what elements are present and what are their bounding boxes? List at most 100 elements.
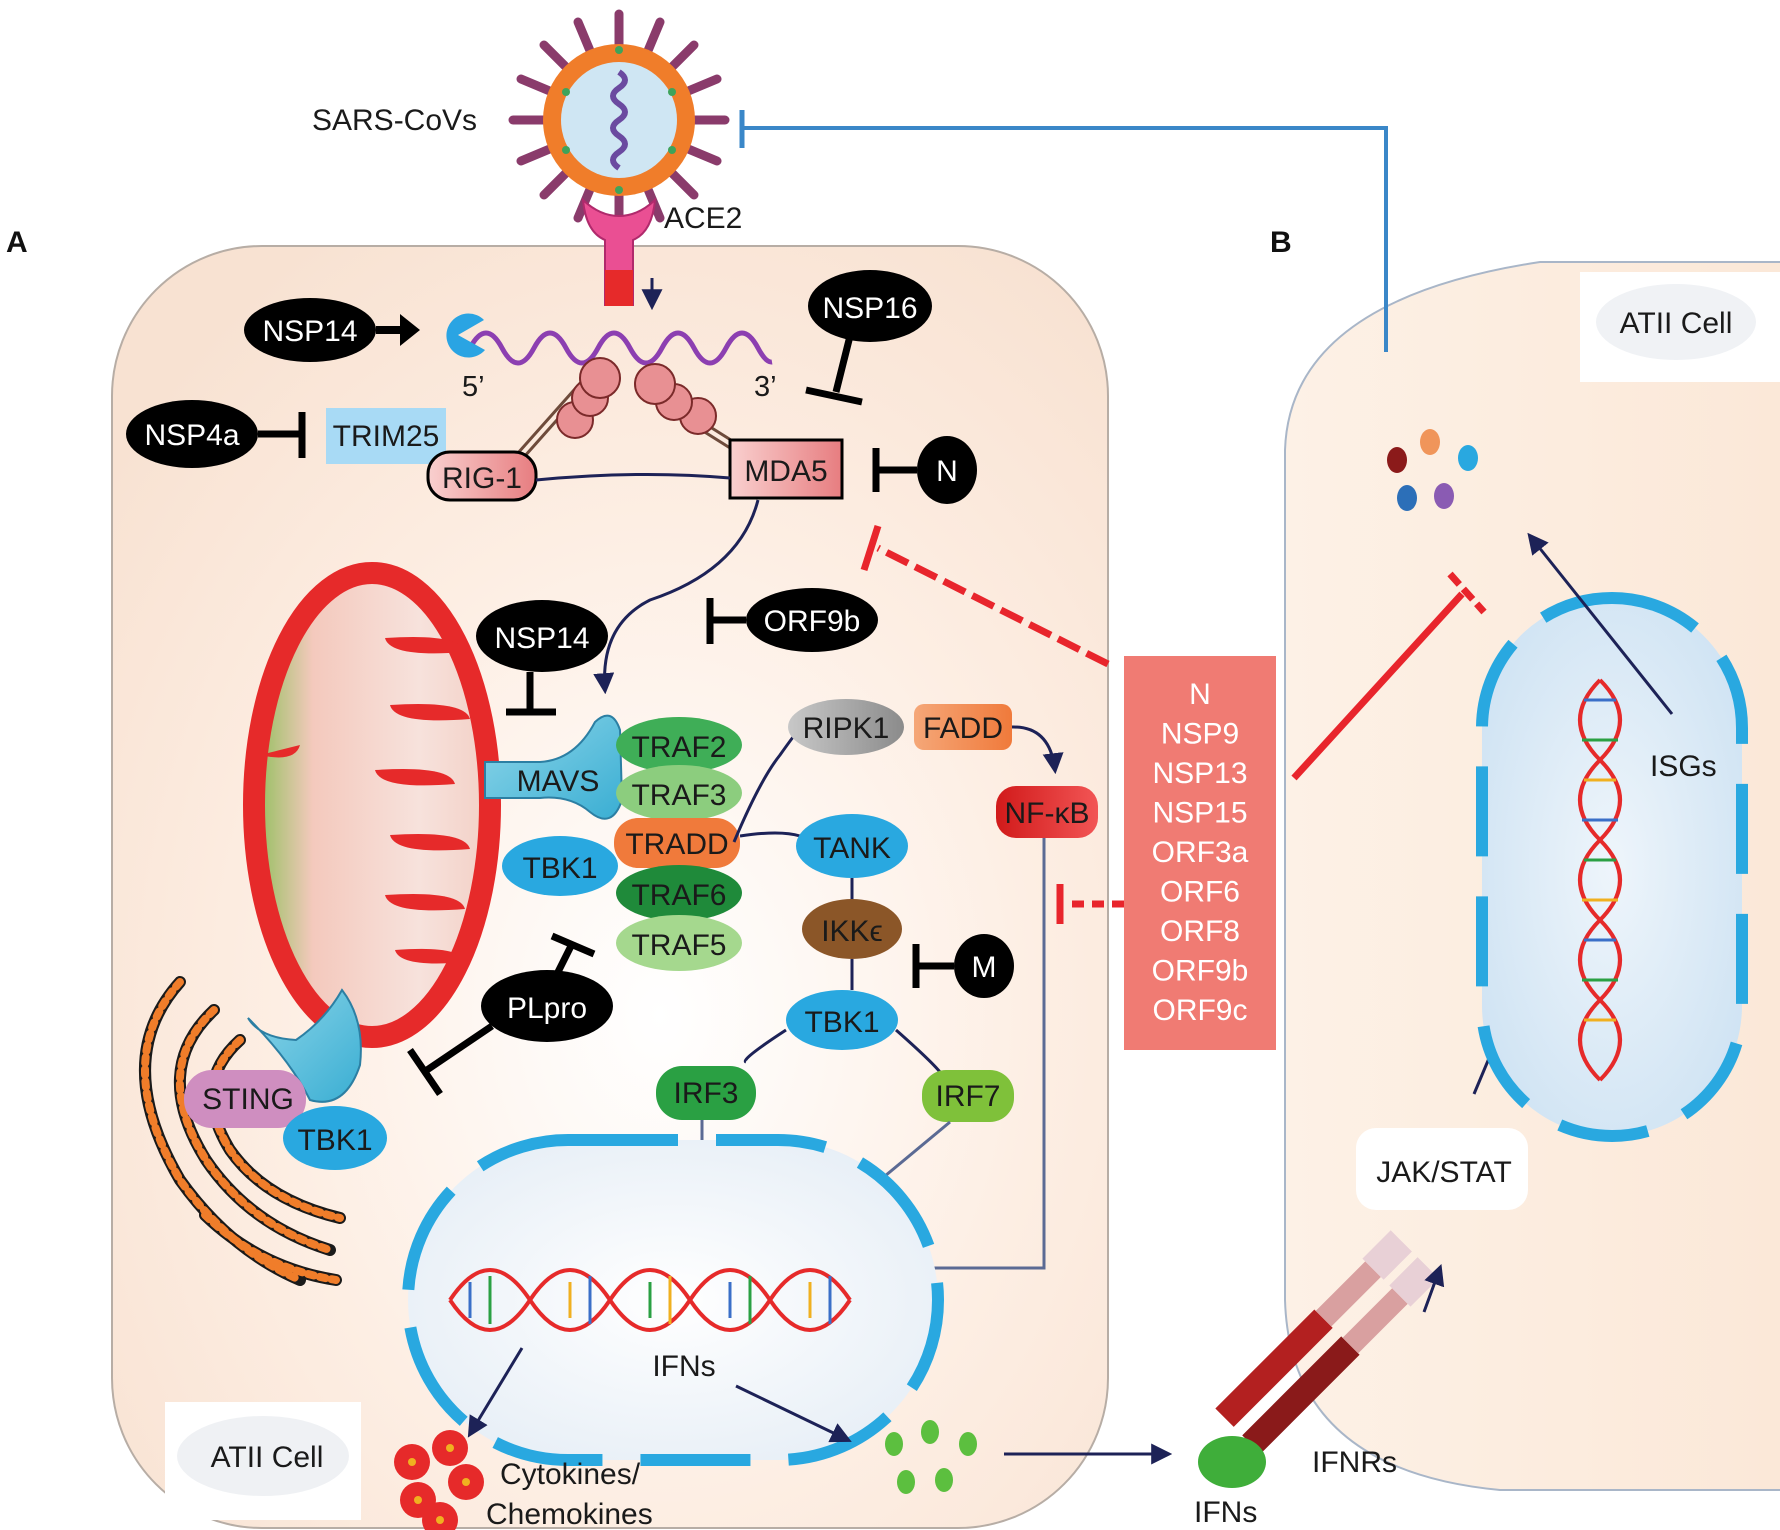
irf3-label: IRF3: [673, 1077, 738, 1110]
viral-protein-item: NSP13: [1152, 757, 1247, 790]
rig1-box: [426, 450, 538, 502]
ifn-molecules-icon: [885, 1420, 977, 1494]
plpro-inhibit-bar-up: [550, 932, 596, 958]
tbk1-label: TBK1: [804, 1006, 879, 1039]
tbk1-oval: [786, 990, 898, 1050]
panel-label-a: A: [6, 226, 28, 259]
mitochondrion-icon: [243, 562, 501, 1048]
viral-protein-item: ORF9c: [1152, 994, 1247, 1027]
isg-products-icon: [1387, 429, 1478, 511]
tbk1-mavs-oval: [502, 836, 618, 896]
nfkb-to-nucleus-arrow: [885, 838, 1046, 1279]
orf9b-label: ORF9b: [764, 605, 861, 638]
nucleus-a: [402, 1134, 944, 1466]
plpro-inhibit-line-up: [554, 942, 576, 974]
rna-5-prime: 5’: [462, 371, 485, 403]
mavs-shape: [484, 714, 624, 820]
traf2-oval: [616, 717, 742, 773]
dna-helix-b-icon: [1578, 678, 1622, 1082]
orf9b-oval: [746, 588, 878, 652]
rig1-label: RIG-1: [442, 462, 522, 495]
viral-inhibit-isg-bar: [1447, 571, 1487, 615]
n-oval: [917, 436, 977, 504]
traf6-label: TRAF6: [631, 879, 726, 912]
m-label: M: [972, 951, 997, 984]
mda5-to-mavs-arrow: [593, 499, 760, 695]
ikke-oval: [802, 899, 902, 959]
mda5-helicase-icon: [634, 363, 751, 460]
ifns-external-label: IFNs: [1194, 1496, 1257, 1529]
viral-rna: [467, 330, 773, 366]
plpro-inhibit-line-down: [422, 1023, 494, 1075]
mavs-label: MAVS: [517, 765, 600, 798]
tbk1-irf7-link: [895, 1028, 942, 1073]
irf7-label: IRF7: [935, 1080, 1000, 1113]
fadd-to-nfkb-arrow: [1011, 725, 1064, 775]
irf3-box: [656, 1066, 756, 1120]
nsp16-inhibit-line: [832, 335, 854, 393]
nucleus-b: [1476, 592, 1748, 1142]
tbk1-er-label: TBK1: [297, 1124, 372, 1157]
trim25-box: [326, 408, 446, 464]
viral-protein-item: NSP9: [1161, 718, 1239, 751]
viral-protein-item: ORF6: [1160, 876, 1240, 909]
jakstat-label: JAK/STAT: [1376, 1156, 1512, 1189]
tank-label: TANK: [813, 832, 891, 865]
nfkb-label: NF-κB: [1005, 797, 1090, 830]
cytokines-icon: [394, 1430, 484, 1530]
ace2-receptor: [581, 197, 657, 306]
traf3-label: TRAF3: [631, 779, 726, 812]
fadd-label: FADD: [923, 712, 1003, 745]
viral-inhibit-isg-line: [1291, 591, 1465, 781]
jakstat-box: [1356, 1128, 1528, 1210]
traf2-label: TRAF2: [631, 731, 726, 764]
nfkb-box: [996, 786, 1098, 838]
ikke-label: IKKϵ: [821, 915, 883, 948]
sting-label: STING: [202, 1083, 294, 1116]
nsp16-inhibit-bar: [805, 386, 863, 406]
viral-protein-item: ORF9b: [1152, 955, 1249, 988]
fadd-box: [914, 704, 1012, 750]
rig1-mda5-link: [535, 472, 731, 482]
irf7-box: [922, 1070, 1014, 1122]
virus-label: SARS-CoVs: [312, 104, 477, 137]
dna-helix-a-icon: [448, 1268, 852, 1332]
nucleus-to-cytokines-arrow: [467, 1347, 524, 1438]
ifnrs-label: IFNRs: [1312, 1446, 1397, 1479]
tradd-label: TRADD: [625, 828, 728, 861]
viral-protein-item: N: [1189, 678, 1211, 711]
mda5-label: MDA5: [744, 455, 827, 488]
n-label: N: [936, 455, 958, 488]
cell-b-label: ATII Cell: [1620, 307, 1733, 340]
tbk1-irf3-link: [743, 1028, 787, 1064]
nsp16-oval: [808, 270, 932, 342]
cell-a-label-bg: [177, 1416, 349, 1496]
viral-inhibit-mda5-bar: [860, 524, 882, 572]
plpro-oval: [481, 970, 613, 1042]
tradd-tank-link: [739, 831, 801, 838]
tank-oval: [796, 814, 908, 878]
nsp4a-label: NSP4a: [144, 419, 239, 452]
traf6-oval: [616, 865, 742, 921]
nsp14-top-arrowhead: [400, 314, 420, 346]
isg-expression-arrow: [1527, 532, 1674, 715]
isg-feedback-line: [742, 126, 1388, 352]
rna-cap-icon: [446, 313, 485, 358]
virus-icon: [508, 9, 730, 231]
nsp14-mid-label: NSP14: [494, 622, 589, 655]
ace2-label: ACE2: [664, 202, 742, 235]
isgs-label: ISGs: [1650, 750, 1717, 783]
cell-b-label-bg: [1596, 284, 1756, 360]
viral-protein-item: NSP15: [1152, 797, 1247, 830]
traf3-oval: [616, 765, 742, 821]
trim25-label: TRIM25: [333, 420, 440, 453]
panel-label-b: B: [1270, 226, 1292, 259]
cell-a-label: ATII Cell: [211, 1441, 324, 1474]
nsp14-top-oval: [244, 298, 376, 362]
tbk1-er-oval: [283, 1106, 387, 1170]
cytokines-label-line2: Chemokines: [486, 1498, 653, 1530]
ripk1-oval: [788, 699, 904, 755]
m-oval: [954, 934, 1014, 998]
ripk1-label: RIPK1: [803, 712, 890, 745]
